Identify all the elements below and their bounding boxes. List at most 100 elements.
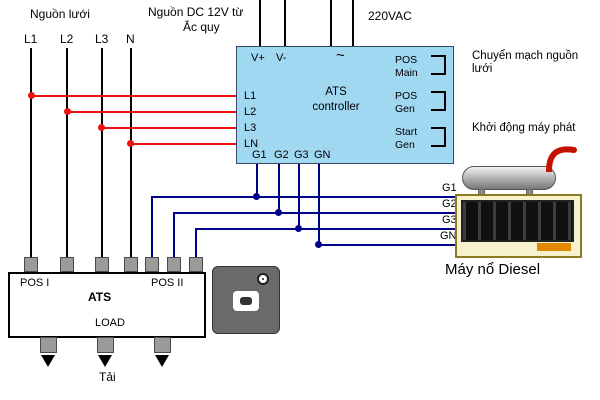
actuator-knob-slot-icon (240, 297, 252, 305)
wire-vplus (259, 0, 261, 46)
wire-g2-to-ats (173, 212, 175, 258)
wire-l3-vertical (101, 48, 103, 258)
wire-n-vertical (130, 48, 132, 258)
ats-switch-box (8, 272, 206, 338)
dc-source-label-line2: Ắc quy (183, 20, 220, 34)
output-pos-main-line1: POS (395, 54, 418, 66)
wire-l1-to-controller (30, 95, 236, 97)
terminal-l1-label: L1 (244, 90, 257, 102)
actuator-screw-icon (257, 273, 269, 285)
junction-g1 (253, 193, 260, 200)
ats-terminal-pos2-g2 (167, 257, 181, 272)
terminal-g2-label: G2 (274, 149, 289, 161)
exhaust-pipe-icon (546, 146, 577, 172)
pos1-label: POS I (20, 277, 50, 289)
wire-ac1 (330, 0, 332, 46)
load-terminal-3 (154, 337, 171, 353)
pos2-label: POS II (151, 277, 184, 289)
load-label: LOAD (95, 317, 125, 329)
output-pos-gen-label: POS Gen (395, 90, 431, 115)
phase-l2-label: L2 (60, 32, 74, 46)
phase-l3-label: L3 (95, 32, 109, 46)
output-pos-main-label: POS Main (395, 54, 431, 79)
ats-terminal-pos1-n (124, 257, 138, 272)
wire-l2-to-controller (66, 111, 236, 113)
wire-gn-drop (318, 164, 320, 246)
output-pos-main-line2: Main (395, 66, 418, 79)
controller-title: ATS controller (281, 85, 391, 115)
junction-l2 (64, 108, 71, 115)
terminal-ac-label: ~ (336, 47, 345, 64)
gen-wire-g1-label: G1 (442, 182, 457, 194)
junction-g2 (275, 209, 282, 216)
wire-g1-to-ats (151, 196, 153, 258)
ats-terminal-pos1-l1 (24, 257, 38, 272)
terminal-ln-label: LN (244, 138, 259, 150)
wire-l3-to-controller (101, 127, 236, 129)
phase-n-label: N (126, 32, 135, 46)
load-terminal-2 (97, 337, 114, 353)
generator-radiator (461, 200, 574, 242)
ats-terminal-pos2-g3 (189, 257, 203, 272)
junction-l1 (28, 92, 35, 99)
dc-source-label-line1: Nguồn DC 12V từ (148, 5, 244, 19)
wire-g3-to-ats (195, 228, 197, 258)
ats-terminal-pos2-g1 (145, 257, 159, 272)
ats-terminal-pos1-l2 (60, 257, 74, 272)
terminal-vminus-label: V- (276, 52, 287, 64)
gen-wire-g2-label: G2 (442, 198, 457, 210)
relay-contact-pos-main-icon (431, 55, 446, 75)
note-mains-switch: Chuyển mạch nguồn lưới (472, 50, 579, 76)
output-start-gen-line2: Gen (395, 138, 415, 151)
output-start-gen-label: Start Gen (395, 126, 431, 151)
output-pos-gen-line1: POS (395, 90, 418, 102)
note-start-generator: Khởi động máy phát (472, 122, 576, 134)
load-arrow-3 (155, 355, 169, 367)
ats-terminal-pos1-l3 (95, 257, 109, 272)
wire-g1-horizontal (151, 196, 458, 198)
load-arrow-2 (98, 355, 112, 367)
controller-title-line2: controller (312, 100, 360, 113)
terminal-l3-label: L3 (244, 122, 257, 134)
controller-title-line1: ATS (325, 86, 347, 98)
actuator-knob (233, 291, 259, 311)
output-start-gen-line1: Start (395, 126, 418, 138)
output-pos-gen-line2: Gen (395, 102, 415, 115)
ats-motor-actuator (212, 266, 280, 334)
junction-l3 (98, 124, 105, 131)
relay-contact-pos-gen-icon (431, 91, 446, 111)
ac-source-label: 220VAC (368, 9, 412, 23)
wire-g1-drop (256, 164, 258, 198)
terminal-l2-label: L2 (244, 106, 257, 118)
gen-wire-g3-label: G3 (442, 214, 457, 226)
wire-l1-vertical (30, 48, 32, 258)
gen-wire-gn-label: GN (440, 230, 457, 242)
grid-power-label: Nguồn lưới (30, 7, 90, 21)
wire-vminus (284, 0, 286, 46)
junction-gn (315, 241, 322, 248)
wire-l2-vertical (66, 48, 68, 258)
wire-g2-horizontal (173, 212, 458, 214)
generator-fuel-tank (462, 166, 556, 190)
terminal-g3-label: G3 (294, 149, 309, 161)
phase-l1-label: L1 (24, 32, 38, 46)
terminal-vplus-label: V+ (251, 52, 265, 64)
junction-n (127, 140, 134, 147)
ats-controller-box: V+ V- ~ ATS controller L1 L2 L3 LN G1 G2… (236, 46, 454, 164)
terminal-g1-label: G1 (252, 149, 267, 161)
wire-n-to-controller (130, 143, 236, 145)
wire-gn-horizontal (318, 244, 458, 246)
generator-sticker (537, 243, 571, 251)
wire-ac2 (352, 0, 354, 46)
wire-g3-horizontal (195, 228, 458, 230)
generator-body (455, 194, 582, 258)
junction-g3 (295, 225, 302, 232)
wire-g2-drop (278, 164, 280, 214)
load-arrow-1 (41, 355, 55, 367)
generator-caption: Máy nổ Diesel (445, 261, 541, 278)
load-caption: Tải (99, 370, 116, 384)
load-terminal-1 (40, 337, 57, 353)
relay-contact-start-gen-icon (431, 127, 446, 147)
ats-label: ATS (88, 290, 112, 304)
